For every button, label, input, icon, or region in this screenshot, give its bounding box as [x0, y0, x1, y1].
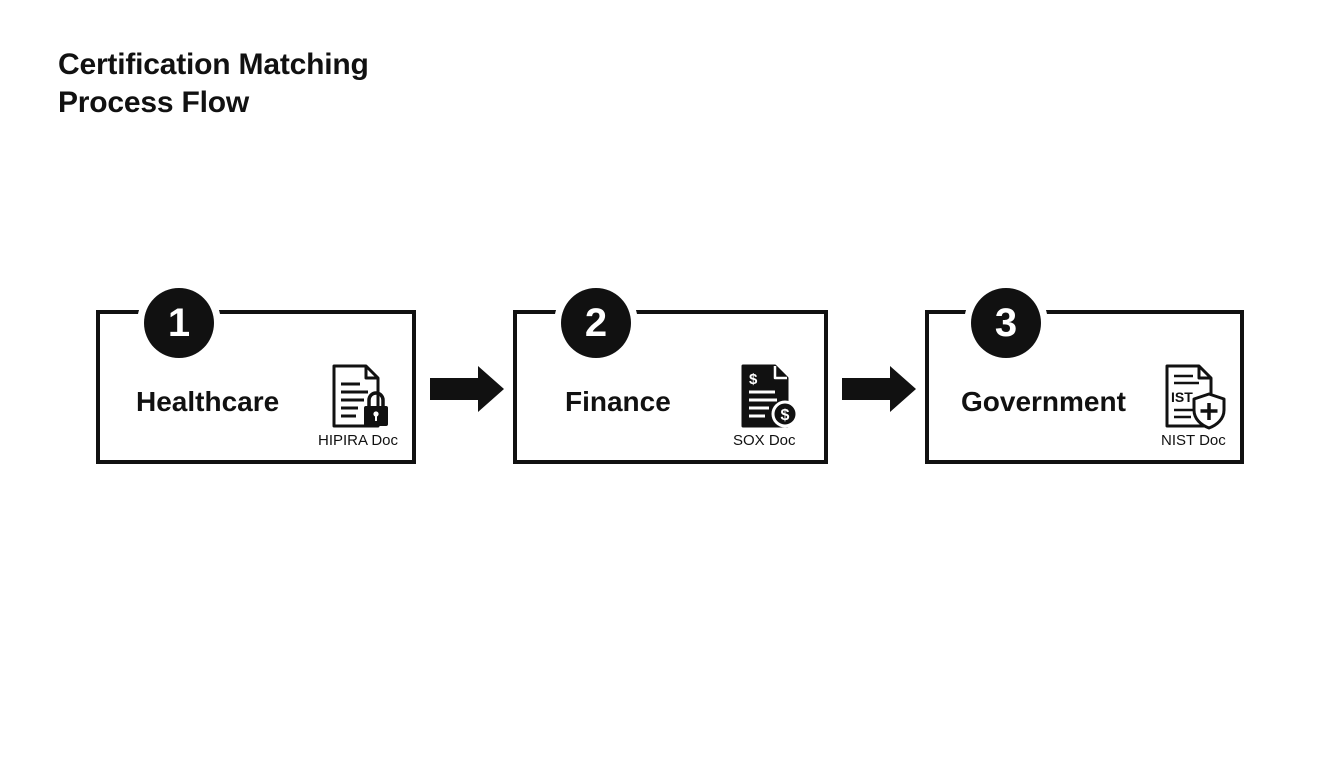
title-line-2: Process Flow	[58, 86, 250, 119]
arrow-right-icon	[842, 366, 916, 412]
step-number-badge: 3	[971, 288, 1041, 358]
step-box-finance: 2 Finance $ $ SOX Doc	[513, 288, 828, 464]
diagram-title: Certification Matching Process Flow	[58, 46, 458, 122]
svg-text:$: $	[781, 407, 790, 424]
svg-text:$: $	[749, 371, 758, 388]
step-label: Government	[961, 386, 1126, 417]
step-label: Healthcare	[136, 386, 280, 417]
doc-label: NIST Doc	[1161, 432, 1226, 449]
step-number-badge: 1	[144, 288, 214, 358]
document-shield-icon: IST	[1165, 364, 1226, 430]
step-box-government: 3 Government IST NIST Doc	[925, 288, 1244, 464]
step-label: Finance	[565, 386, 671, 417]
title-line-1: Certification Matching	[58, 48, 369, 81]
step-number-badge: 2	[561, 288, 631, 358]
document-lock-icon	[332, 364, 388, 428]
arrow-right-icon	[430, 366, 504, 412]
doc-label: HIPIRA Doc	[318, 432, 399, 449]
icon-text: IST	[1171, 389, 1193, 405]
document-dollar-icon: $ $	[741, 364, 799, 428]
step-box-healthcare: 1 Healthcare HIPIRA Doc	[96, 288, 416, 464]
doc-label: SOX Doc	[733, 432, 796, 449]
